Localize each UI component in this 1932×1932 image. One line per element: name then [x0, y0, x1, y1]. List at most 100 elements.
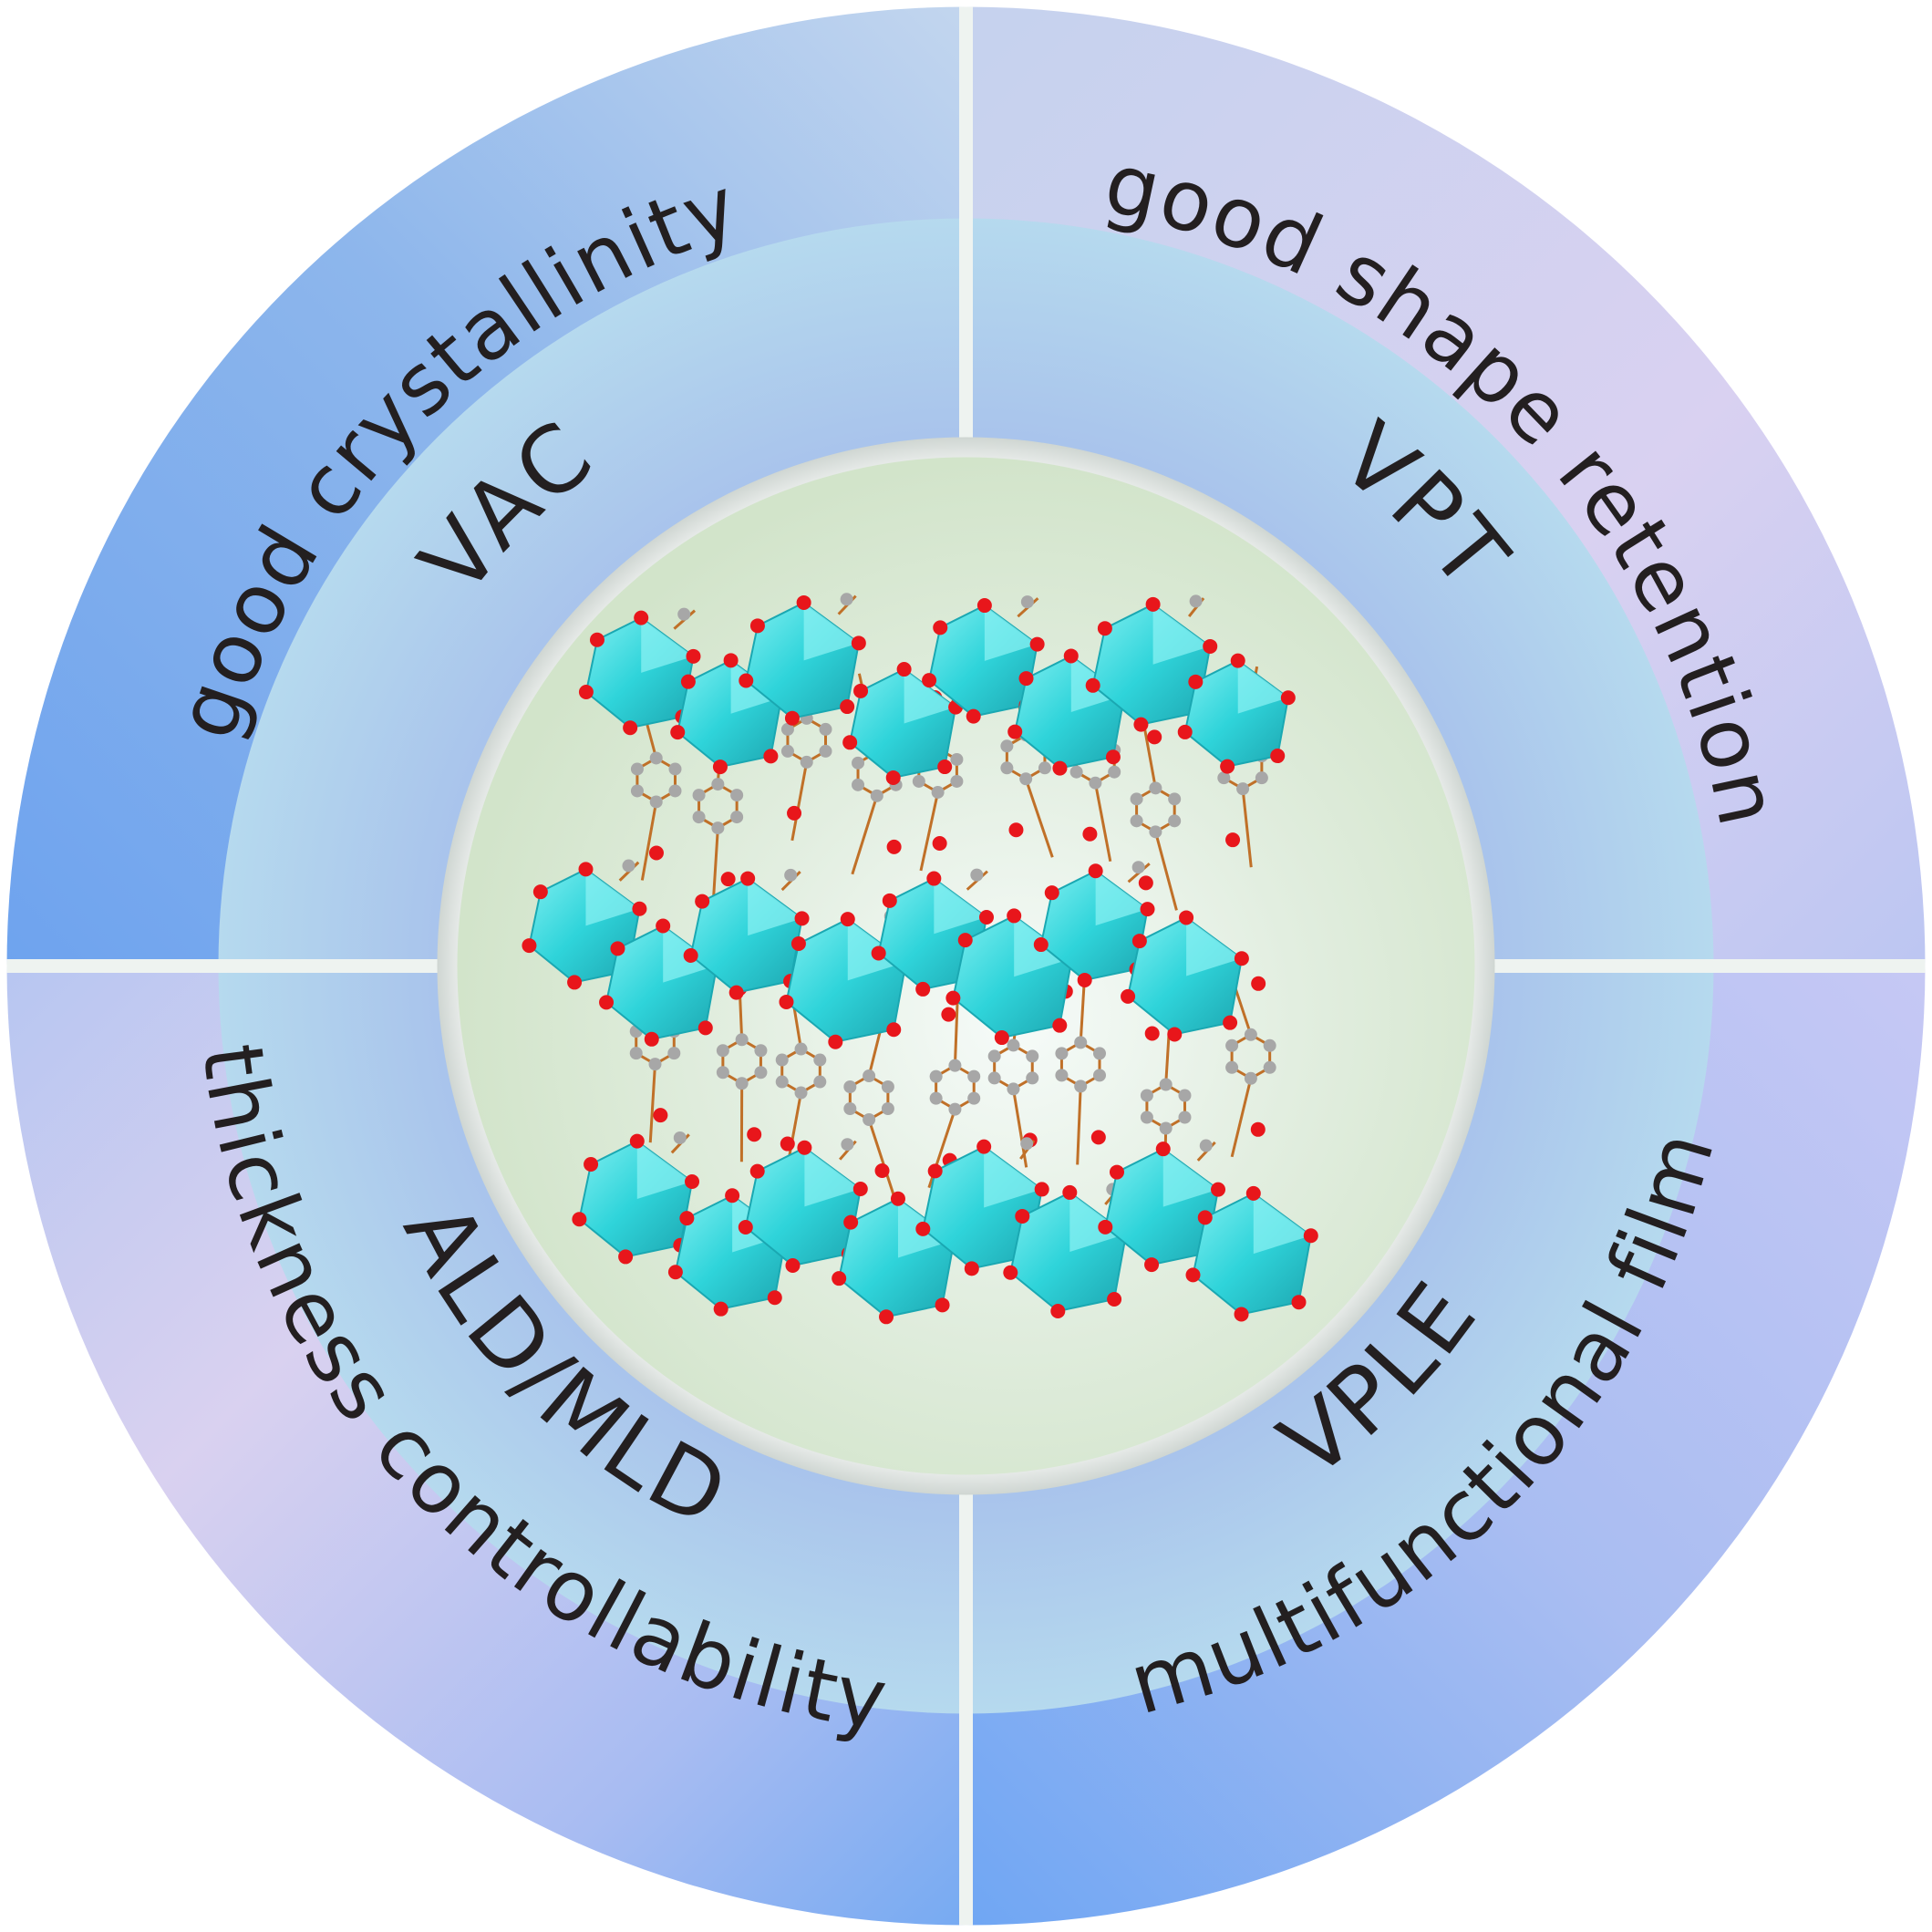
carbon-atom	[775, 1053, 789, 1067]
oxygen-atom	[713, 1301, 728, 1317]
oxygen-atom	[1105, 749, 1121, 765]
polyhedron-facet	[1237, 660, 1288, 714]
polyhedron-facet	[984, 1146, 1042, 1208]
oxygen-atom	[763, 749, 779, 764]
carbon-atom	[754, 1044, 768, 1058]
oxygen-atom	[966, 708, 981, 724]
carbon-atom	[1074, 1036, 1088, 1049]
oxygen-atom	[1007, 724, 1023, 739]
oxygen-atom	[1029, 636, 1045, 652]
oxygen-atom	[629, 1133, 645, 1149]
oxygen-atom	[1144, 1257, 1160, 1273]
linker-bond	[648, 1064, 657, 1143]
oxygen-atom	[1234, 951, 1249, 966]
carbon-atom	[716, 1066, 729, 1080]
carbon-atom	[754, 1066, 768, 1080]
carbon-atom	[819, 722, 832, 736]
oxygen-atom	[994, 1030, 1009, 1046]
polyhedron-facet	[803, 602, 859, 661]
carbon-atom	[1244, 1028, 1257, 1041]
linker-bond	[919, 791, 940, 872]
linker-bond	[790, 761, 809, 842]
carbon-atom	[716, 1044, 729, 1058]
polyhedron-facet	[748, 878, 802, 936]
oxygen-atom	[1223, 1015, 1238, 1030]
oxygen-atom	[634, 610, 649, 625]
oxygen-atom	[957, 933, 973, 948]
polyhedron-facet	[1253, 1193, 1311, 1255]
oxygen-atom	[1234, 1307, 1249, 1322]
carbon-atom	[1263, 1060, 1276, 1074]
oxygen-atom	[935, 1297, 950, 1313]
oxygen-atom	[723, 653, 739, 668]
oxygen-atom	[653, 1108, 668, 1123]
oxygen-atom	[1098, 1219, 1113, 1235]
carbon-atom	[950, 774, 964, 788]
oxygen-atom	[1018, 671, 1034, 687]
oxygen-atom	[720, 872, 736, 887]
oxygen-atom	[1052, 1018, 1068, 1033]
linker-bond	[1153, 831, 1178, 911]
linker-bond	[1230, 1078, 1253, 1158]
oxygen-atom	[1008, 822, 1024, 838]
oxygen-atom	[976, 1139, 992, 1154]
oxygen-atom	[1090, 1130, 1106, 1145]
carbon-atom	[1092, 1047, 1106, 1060]
carbon-atom	[863, 1112, 876, 1126]
linker-bond	[1241, 788, 1253, 868]
oxygen-atom	[1155, 1142, 1171, 1157]
oxygen-atom	[840, 912, 855, 927]
oxygen-atom	[843, 1214, 859, 1230]
carbon-atom	[711, 778, 725, 791]
oxygen-atom	[667, 1265, 683, 1280]
carbon-atom	[800, 755, 813, 769]
carbon-atom	[1038, 761, 1051, 775]
carbon-atom	[649, 751, 663, 765]
oxygen-atom	[1015, 1208, 1030, 1224]
oxygen-atom	[1211, 1182, 1226, 1197]
oxygen-atom	[644, 1031, 659, 1047]
oxygen-atom	[610, 941, 625, 956]
carbon-atom	[948, 1059, 962, 1072]
carbon-atom	[1089, 776, 1102, 790]
oxygen-atom	[853, 683, 869, 698]
oxygen-atom	[1107, 1291, 1122, 1307]
oxygen-atom	[885, 770, 901, 785]
carbon-atom	[931, 785, 945, 799]
carbon-atom	[630, 784, 644, 798]
polyhedron-facet	[984, 605, 1038, 661]
carbon-atom	[970, 868, 984, 882]
oxygen-atom	[1044, 885, 1059, 901]
oxygen-atom	[749, 618, 765, 634]
carbon-atom	[1217, 771, 1231, 785]
oxygen-atom	[1085, 677, 1100, 693]
polyhedron-facet	[1162, 1149, 1219, 1207]
oxygen-atom	[1077, 972, 1092, 987]
carbon-atom	[813, 1075, 827, 1089]
oxygen-atom	[794, 911, 810, 926]
carbon-atom	[1140, 1111, 1153, 1124]
carbon-atom	[1225, 1060, 1239, 1074]
carbon-atom	[929, 1069, 943, 1083]
oxygen-atom	[670, 725, 686, 740]
oxygen-atom	[879, 1309, 894, 1325]
oxygen-atom	[685, 1174, 700, 1190]
carbon-atom	[840, 593, 853, 606]
polyhedron-facet	[1152, 604, 1211, 665]
oxygen-atom	[747, 1127, 762, 1142]
oxygen-atom	[740, 871, 756, 886]
linker-bond	[1024, 778, 1054, 858]
oxygen-atom	[1303, 1228, 1318, 1244]
oxygen-atom	[1138, 875, 1153, 891]
carbon-atom	[843, 1101, 857, 1115]
oxygen-atom	[1121, 988, 1136, 1004]
carbon-atom	[1069, 765, 1083, 779]
oxygen-atom	[623, 720, 638, 736]
carbon-atom	[1189, 594, 1203, 608]
oxygen-atom	[695, 894, 710, 909]
oxygen-atom	[886, 839, 902, 854]
carbon-atom	[648, 1058, 662, 1071]
carbon-atom	[1225, 1038, 1239, 1052]
carbon-atom	[780, 722, 794, 736]
linker-bond	[867, 1119, 896, 1199]
